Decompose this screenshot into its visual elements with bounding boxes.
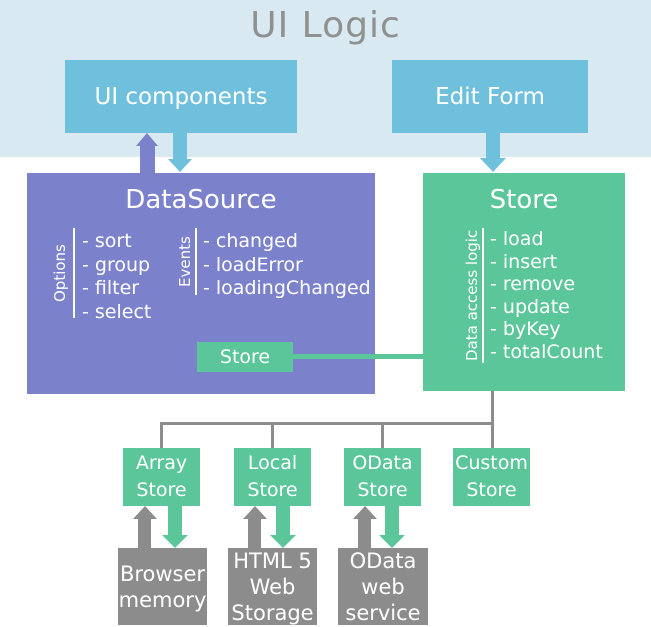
connector-horizontal <box>160 422 494 425</box>
down-arrow-head <box>480 158 506 172</box>
down-arrow-stem <box>276 506 290 536</box>
data-access-logic-label: Data access logic <box>463 229 481 362</box>
up-arrow-stem <box>140 145 155 174</box>
store-box: Store Data access logic - load - insert … <box>423 173 625 391</box>
store-method-item: - byKey <box>490 318 561 340</box>
down-arrow-head <box>168 159 192 172</box>
store-method-item: - load <box>490 228 544 250</box>
edit-form-box: Edit Form <box>392 60 588 133</box>
store-chip-label: Store <box>219 346 271 368</box>
store-chip-connector-line <box>293 354 423 359</box>
options-divider <box>73 228 75 318</box>
browser-memory-box: Browser memory <box>118 548 207 625</box>
store-chip: Store <box>197 342 293 372</box>
custom-store-box: Custom Store <box>453 448 530 506</box>
option-item: - sort <box>82 230 132 252</box>
edit-form-label: Edit Form <box>435 83 545 110</box>
option-item: - group <box>82 253 151 276</box>
events-divider <box>195 228 197 295</box>
odata-store-label: OData Store <box>352 452 413 501</box>
data-access-divider <box>482 228 484 363</box>
store-method-item: - remove <box>490 273 576 295</box>
connector-drop-local-store <box>271 422 274 448</box>
events-label: Events <box>176 236 194 287</box>
html5-web-storage-box: HTML 5 Web Storage <box>228 548 317 625</box>
odata-store-box: OData Store <box>344 448 421 506</box>
up-arrow-head <box>243 506 267 519</box>
local-store-box: Local Store <box>234 448 311 506</box>
event-item: - loadingChanged <box>203 277 371 299</box>
odata-web-service-label: OData web service <box>345 548 421 625</box>
array-store-label: Array Store <box>135 452 188 501</box>
custom-store-label: Custom Store <box>455 452 528 501</box>
option-item: - filter <box>82 277 140 299</box>
up-arrow-stem <box>138 518 151 548</box>
events-list: - changed - loadError - loadingChanged <box>203 230 371 301</box>
options-label: Options <box>51 244 69 302</box>
down-arrow-head <box>379 535 405 548</box>
connector-store-trunk <box>491 391 494 448</box>
store-method-item: - insert <box>490 250 558 273</box>
options-list: - sort - group - filter - select <box>82 230 151 324</box>
store-method-item: - totalCount <box>490 340 603 363</box>
diagram-title: UI Logic <box>250 5 401 46</box>
up-arrow-head <box>353 506 377 519</box>
local-store-label: Local Store <box>247 452 298 501</box>
up-arrow-head <box>136 133 158 146</box>
connector-drop-array-store <box>160 422 163 448</box>
up-arrow-stem <box>358 518 371 548</box>
store-method-list: - load - insert - remove - update - byKe… <box>490 228 603 363</box>
ui-components-label: UI components <box>94 83 268 110</box>
ui-components-box: UI components <box>65 60 297 133</box>
down-arrow-stem <box>385 506 399 536</box>
event-item: - loadError <box>203 253 303 276</box>
store-method-item: - update <box>490 295 570 318</box>
connector-drop-odata-store <box>381 422 384 448</box>
store-title: Store <box>489 185 559 215</box>
up-arrow-head <box>133 506 157 519</box>
down-arrow-head <box>270 535 296 548</box>
up-arrow-stem <box>248 518 261 548</box>
event-item: - changed <box>203 230 298 252</box>
down-arrow-stem <box>486 133 500 158</box>
datasource-title: DataSource <box>125 185 277 215</box>
down-arrow-head <box>162 535 188 548</box>
browser-memory-label: Browser memory <box>118 561 207 612</box>
odata-web-service-box: OData web service <box>338 548 428 625</box>
option-item: - select <box>82 300 152 323</box>
html5-web-storage-label: HTML 5 Web Storage <box>231 548 314 625</box>
down-arrow-stem <box>173 133 187 159</box>
array-store-box: Array Store <box>123 448 200 506</box>
down-arrow-stem <box>168 506 182 536</box>
